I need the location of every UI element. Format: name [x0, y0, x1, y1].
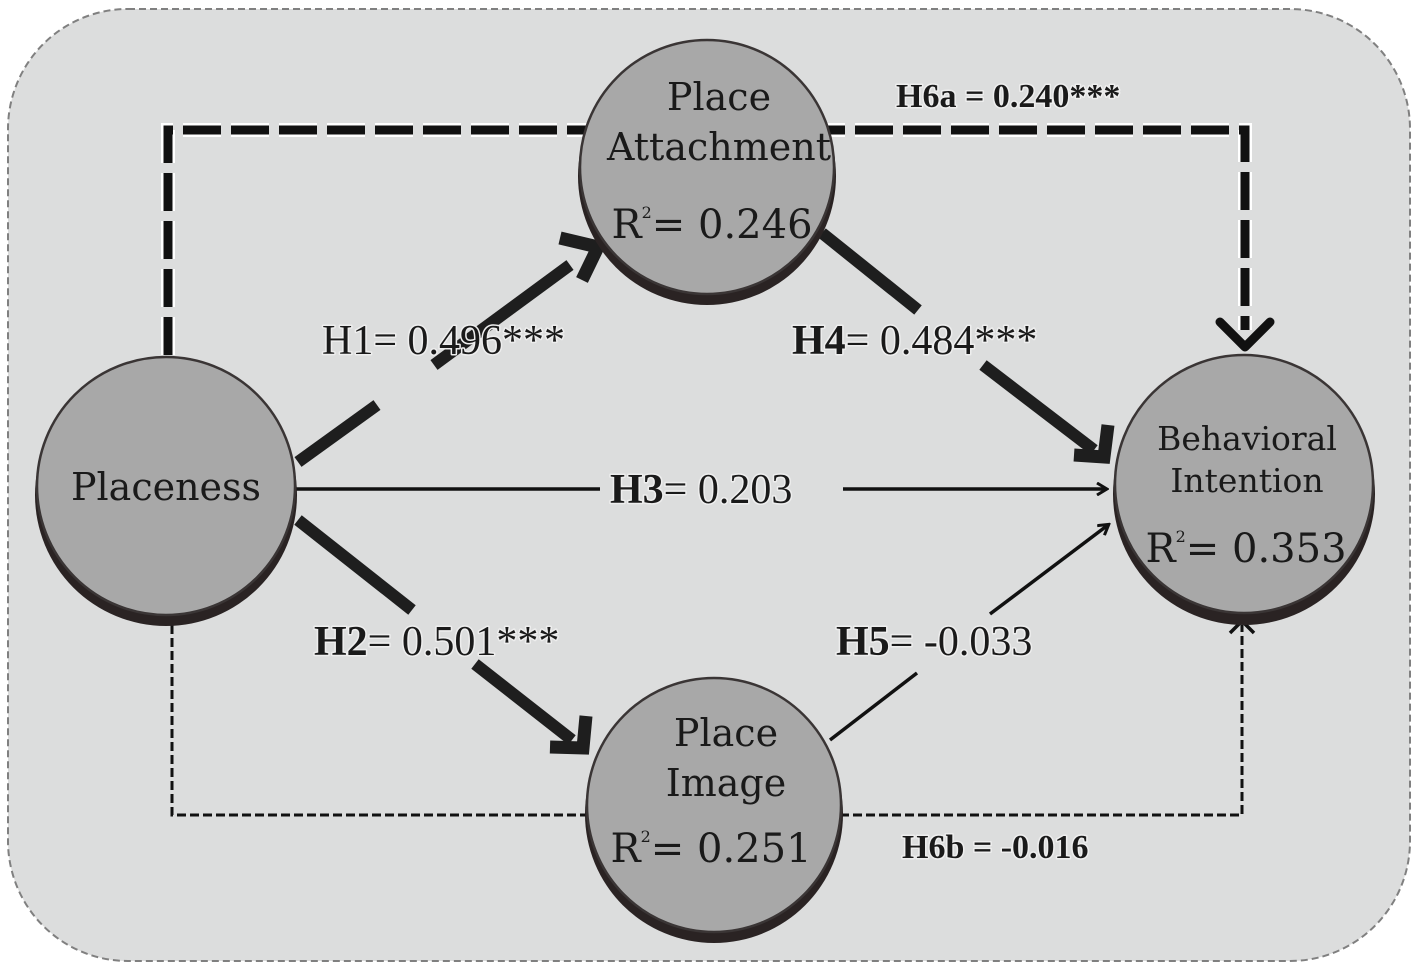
node-place-image: Place Image R2= 0.251: [585, 676, 843, 943]
node-circle: [1113, 353, 1375, 615]
h4-arrowhead-icon: [1073, 424, 1115, 464]
node-label-line2: Intention: [1170, 461, 1323, 500]
node-label-line2: Image: [666, 761, 787, 805]
h1-value: = 0.496***: [373, 318, 565, 364]
node-label-line1: Place: [674, 711, 778, 755]
h2-label: H2= 0.501***: [314, 619, 559, 665]
h5-label: H5= -0.033: [836, 619, 1032, 665]
h1-arrowhead-icon: [558, 231, 608, 283]
h6a-arrowhead-icon: [1215, 317, 1275, 352]
h5-value: = -0.033: [890, 619, 1033, 665]
h4-path: [818, 228, 1115, 464]
h1-path: [294, 231, 608, 467]
node-label-line2: Attachment: [606, 125, 831, 169]
h2-value: = 0.501***: [368, 619, 560, 665]
node-placeness: Placeness: [35, 355, 297, 626]
h2-arrowhead-icon: [549, 715, 593, 755]
node-label-line1: Place: [667, 75, 771, 119]
node-label-line1: Behavioral: [1157, 419, 1337, 458]
h1-label: H1= 0.496***: [322, 318, 565, 364]
h5-id: H5: [836, 619, 890, 665]
h3-value: = 0.203: [664, 467, 793, 513]
h5-path: [828, 525, 1108, 742]
h1-id: H1: [322, 318, 373, 364]
node-place-attachment: Place Attachment R2= 0.246: [578, 38, 836, 305]
h6b-label: H6b = -0.016: [902, 829, 1089, 866]
h6a-label: H6a = 0.240***: [896, 78, 1120, 115]
node-circle: [35, 355, 297, 617]
node-label: Placeness: [71, 465, 261, 509]
h3-id: H3: [610, 467, 664, 513]
h4-id: H4: [792, 318, 846, 364]
r-squared-value: R2= 0.251: [610, 826, 811, 872]
node-circle: [578, 38, 836, 296]
h2-path: [294, 515, 593, 755]
h4-label: H4= 0.484***: [792, 318, 1037, 364]
node-behavioral-intention: Behavioral Intention R2= 0.353: [1113, 353, 1375, 625]
h6a-indirect-path: [161, 123, 1275, 355]
h4-value: = 0.484***: [846, 318, 1038, 364]
node-circle: [585, 676, 843, 934]
diagram-panel: [7, 8, 1411, 962]
r-squared-value: R2= 0.353: [1145, 526, 1346, 572]
h2-id: H2: [314, 619, 368, 665]
r-squared-value: R2= 0.246: [611, 202, 812, 248]
h3-label: H3= 0.203: [610, 467, 792, 513]
